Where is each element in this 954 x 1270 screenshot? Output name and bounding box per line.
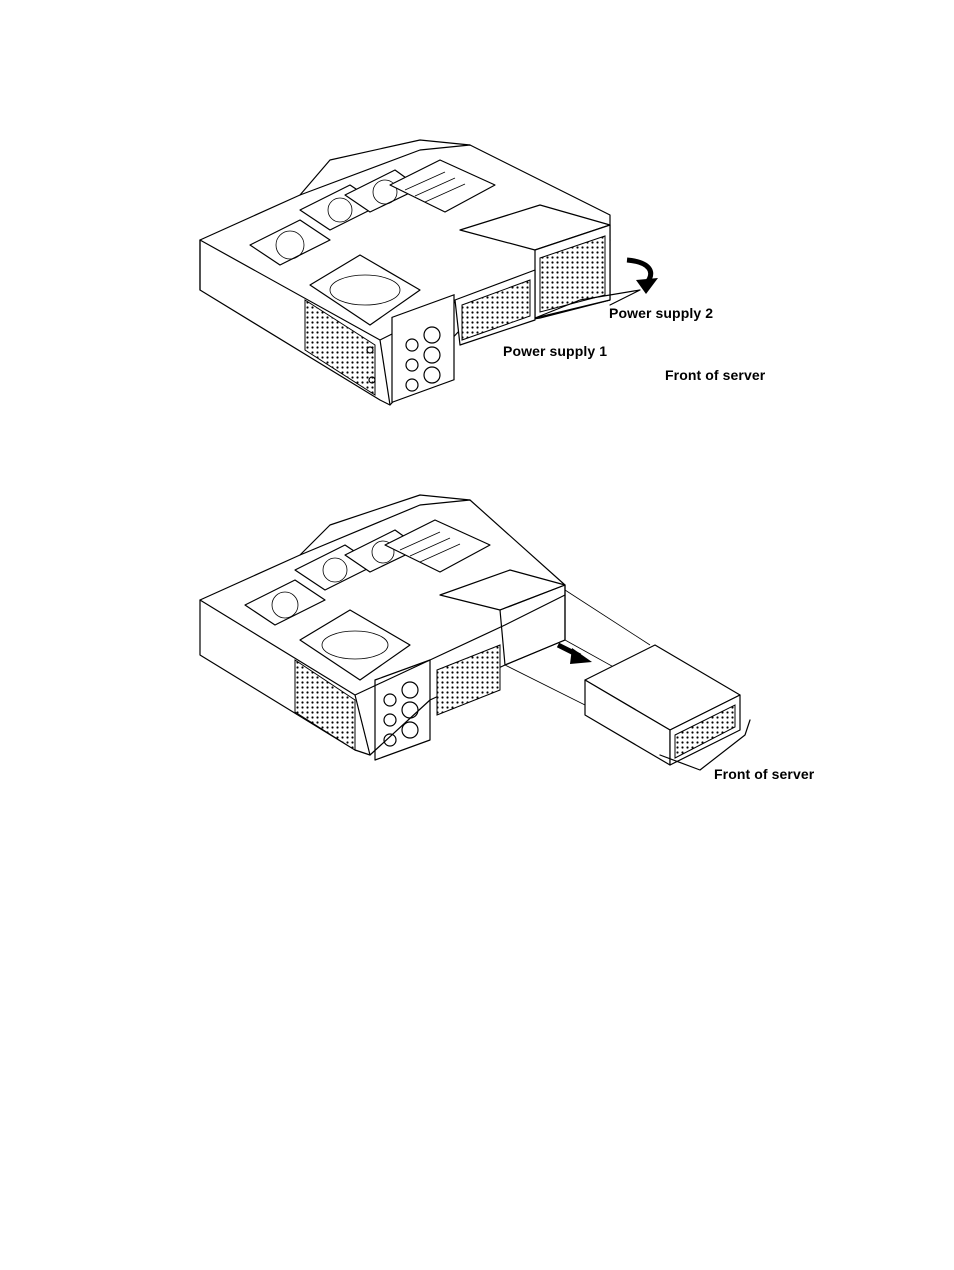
pull-arrow-icon bbox=[558, 645, 592, 664]
server-diagram-power-supply-removal bbox=[0, 0, 954, 820]
label-front-of-server-2: Front of server bbox=[714, 766, 814, 782]
